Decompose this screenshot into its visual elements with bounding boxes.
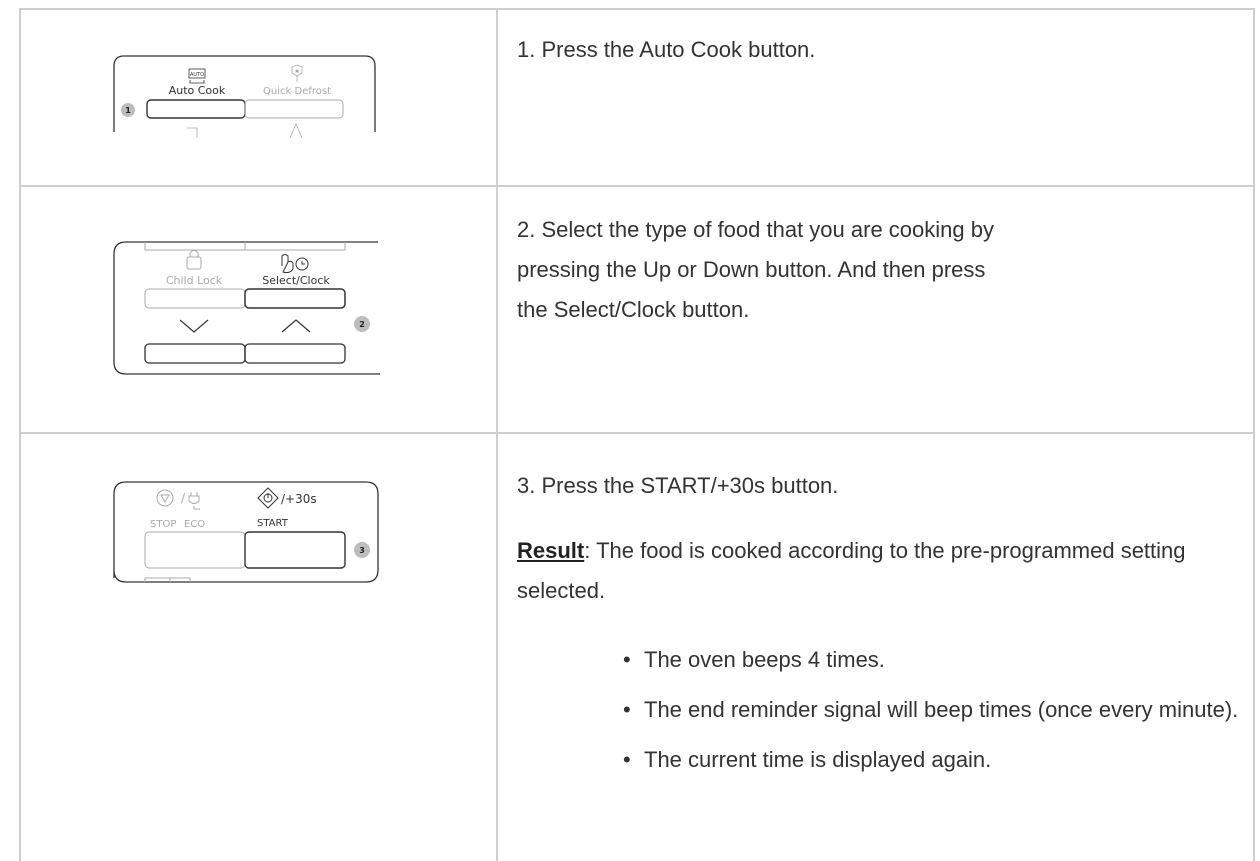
step-2-badge bbox=[354, 316, 370, 332]
quick-defrost-label: Quick Defrost bbox=[263, 86, 331, 97]
auto-icon: AUTO bbox=[188, 68, 206, 84]
step-1-text: 1. Press the Auto Cook button. bbox=[517, 37, 816, 62]
start-icon bbox=[257, 487, 279, 509]
svg-text:AUTO: AUTO bbox=[190, 72, 204, 78]
svg-text:1: 1 bbox=[125, 106, 131, 115]
result-text: : The food is cooked according to the pr… bbox=[517, 538, 1186, 603]
table-column-divider bbox=[496, 8, 498, 861]
eco-label: ECO bbox=[184, 519, 205, 530]
eco-plug-icon bbox=[188, 492, 200, 510]
hand-clock-icon bbox=[281, 254, 309, 274]
up-button[interactable] bbox=[244, 343, 346, 364]
down-button[interactable] bbox=[144, 343, 246, 364]
start-button[interactable] bbox=[244, 531, 346, 569]
list-item: •The end reminder signal will beep times… bbox=[623, 697, 1239, 722]
quick-defrost-icon bbox=[291, 64, 303, 82]
select-clock-button[interactable] bbox=[244, 288, 346, 309]
stop-eco-button[interactable] bbox=[144, 531, 246, 569]
table-right-border bbox=[1253, 8, 1255, 861]
child-lock-button[interactable] bbox=[144, 288, 246, 309]
list-item: •The oven beeps 4 times. bbox=[623, 647, 885, 672]
chevron-down-icon bbox=[179, 319, 209, 333]
lock-icon bbox=[186, 250, 202, 270]
step-1-badge bbox=[121, 103, 135, 117]
row-divider-1 bbox=[19, 185, 1255, 187]
row-divider-2 bbox=[19, 432, 1255, 434]
table-left-border bbox=[19, 8, 21, 861]
stop-icon bbox=[156, 489, 174, 507]
svg-text:/: / bbox=[181, 491, 186, 505]
result-paragraph: Result: The food is cooked according to … bbox=[517, 531, 1237, 611]
result-label: Result bbox=[517, 538, 585, 563]
select-clock-panel-illustration: Child Lock Select/Clock 2 bbox=[113, 241, 380, 375]
auto-cook-button[interactable] bbox=[146, 99, 246, 119]
chevron-up-icon bbox=[281, 319, 311, 333]
auto-cook-panel-illustration: AUTO Auto Cook Quick Defrost 1 bbox=[113, 55, 376, 138]
step-3-badge bbox=[354, 542, 370, 558]
stop-label: STOP bbox=[150, 519, 176, 530]
start-label: START bbox=[257, 518, 289, 529]
plus-30s-label: /+30s bbox=[281, 492, 317, 506]
result-bullet-list: •The oven beeps 4 times. •The end remind… bbox=[620, 640, 1240, 790]
svg-text:3: 3 bbox=[359, 546, 365, 555]
start-panel-illustration: / STOP ECO /+30s START 3 bbox=[113, 481, 379, 583]
select-clock-label: Select/Clock bbox=[262, 274, 330, 287]
list-item: •The current time is displayed again. bbox=[623, 747, 992, 772]
table-top-border bbox=[19, 8, 1255, 10]
child-lock-label: Child Lock bbox=[166, 274, 223, 287]
svg-text:2: 2 bbox=[359, 320, 365, 329]
step-3-text: 3. Press the START/+30s button. bbox=[517, 473, 839, 498]
quick-defrost-button[interactable] bbox=[244, 99, 344, 119]
step-2-text: 2. Select the type of food that you are … bbox=[517, 217, 994, 322]
auto-cook-label: Auto Cook bbox=[169, 84, 226, 97]
